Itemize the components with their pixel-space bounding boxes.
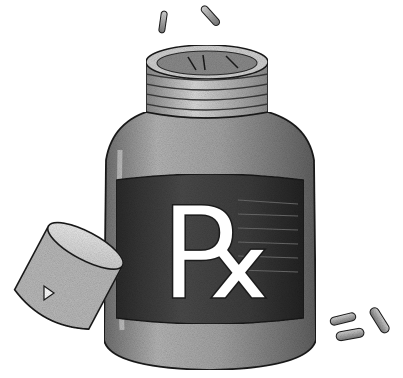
pill-icon: [329, 312, 357, 326]
pill-icon: [369, 307, 390, 334]
pill-icon: [335, 327, 365, 342]
rx-symbol: ℞: [162, 180, 277, 329]
pill-icon: [200, 5, 221, 26]
bottle-opening: [145, 44, 269, 80]
prescription-bottle-icon: ℞: [103, 44, 317, 371]
cap-arrow-icon: [43, 284, 56, 302]
prescription-label: [115, 173, 305, 325]
pill-icon: [158, 10, 168, 34]
bottle-cap-icon: [13, 221, 124, 330]
